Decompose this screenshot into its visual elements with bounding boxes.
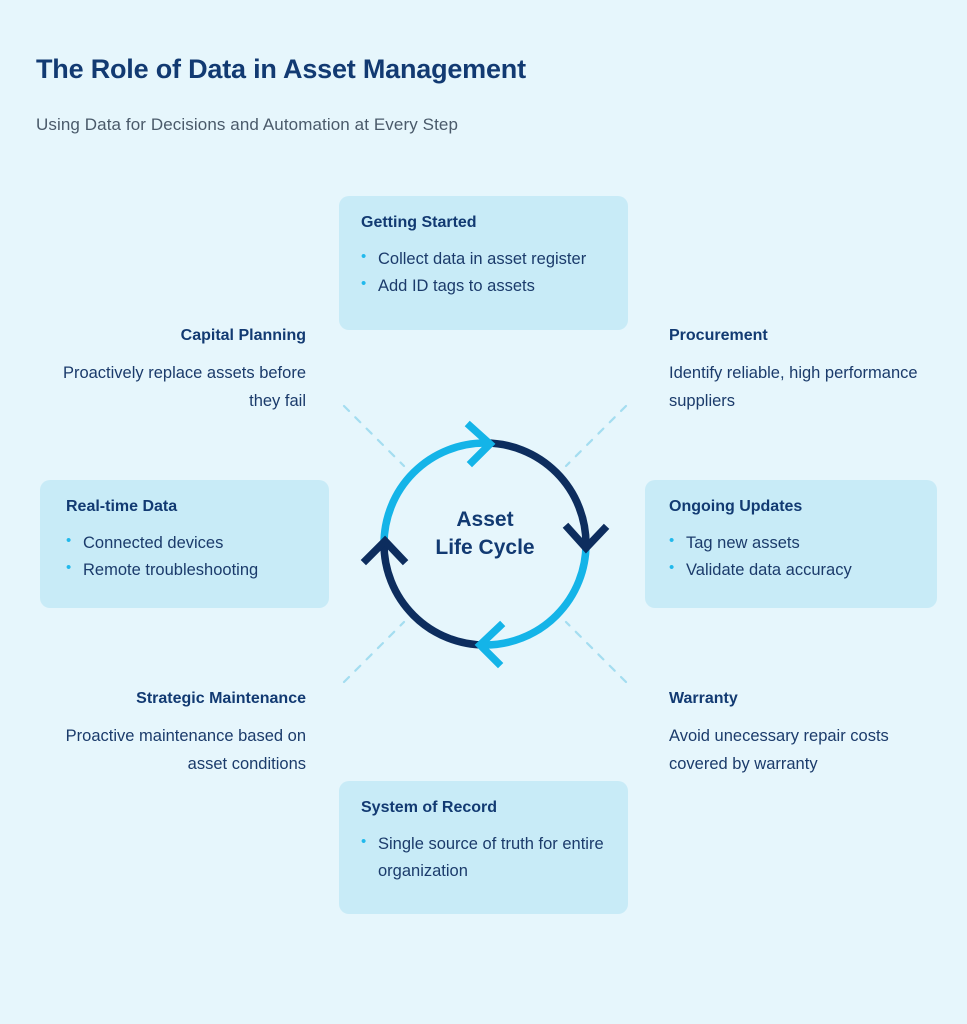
- label-procurement: Procurement Identify reliable, high perf…: [669, 327, 929, 415]
- card-real-time-data-title: Real-time Data: [66, 498, 178, 515]
- card-system-of-record-list: Single source of truth for entire organi…: [361, 830, 606, 884]
- label-strategic-maintenance-body: Proactive maintenance based on asset con…: [65, 727, 306, 773]
- arc-left-to-top: [380, 439, 486, 545]
- card-ongoing-updates: Ongoing Updates Tag new assets Validate …: [645, 480, 937, 608]
- dashed-ray-bottom-right: [564, 620, 628, 684]
- list-item: Tag new assets: [669, 529, 915, 557]
- dashed-ray-top-left: [342, 404, 406, 468]
- dashed-ray-bottom-left: [342, 620, 406, 684]
- card-ongoing-updates-title: Ongoing Updates: [669, 498, 803, 515]
- arrowhead-top-icon: [464, 420, 496, 468]
- label-procurement-title: Procurement: [669, 327, 768, 344]
- page-title: The Role of Data in Asset Management: [36, 54, 526, 84]
- label-warranty-title: Warranty: [669, 690, 738, 707]
- card-real-time-data: Real-time Data Connected devices Remote …: [40, 480, 329, 608]
- asset-life-cycle-diagram: Asset Life Cycle: [330, 398, 640, 690]
- list-item: Add ID tags to assets: [361, 272, 606, 300]
- label-procurement-body: Identify reliable, high performance supp…: [669, 364, 918, 410]
- label-strategic-maintenance-title: Strategic Maintenance: [136, 690, 306, 707]
- card-system-of-record: System of Record Single source of truth …: [339, 781, 628, 914]
- card-real-time-data-list: Connected devices Remote troubleshooting: [66, 529, 307, 584]
- label-capital-planning-title: Capital Planning: [180, 327, 306, 344]
- card-getting-started-title: Getting Started: [361, 214, 477, 231]
- arc-top-to-right: [484, 439, 590, 545]
- card-getting-started-list: Collect data in asset register Add ID ta…: [361, 245, 606, 300]
- card-ongoing-updates-list: Tag new assets Validate data accuracy: [669, 529, 915, 584]
- card-system-of-record-title: System of Record: [361, 799, 498, 816]
- label-capital-planning-body: Proactively replace assets before they f…: [62, 364, 306, 410]
- label-warranty: Warranty Avoid unecessary repair costs c…: [669, 690, 939, 778]
- label-warranty-body: Avoid unecessary repair costs covered by…: [669, 727, 889, 773]
- arc-bottom-to-left: [380, 543, 486, 649]
- arc-right-to-bottom: [484, 543, 590, 649]
- dashed-connector-rays: [342, 404, 628, 684]
- list-item: Remote troubleshooting: [66, 556, 307, 584]
- label-strategic-maintenance: Strategic Maintenance Proactive maintena…: [26, 690, 306, 778]
- arrowhead-left-icon: [360, 535, 409, 566]
- list-item: Validate data accuracy: [669, 556, 915, 584]
- label-capital-planning: Capital Planning Proactively replace ass…: [46, 327, 306, 415]
- page-subtitle: Using Data for Decisions and Automation …: [36, 115, 459, 134]
- dashed-ray-top-right: [564, 404, 628, 468]
- list-item: Collect data in asset register: [361, 245, 606, 273]
- arrowhead-right-icon: [562, 522, 610, 554]
- card-getting-started: Getting Started Collect data in asset re…: [339, 196, 628, 330]
- arrowhead-bottom-icon: [474, 620, 506, 669]
- list-item: Single source of truth for entire organi…: [361, 830, 606, 884]
- list-item: Connected devices: [66, 529, 307, 557]
